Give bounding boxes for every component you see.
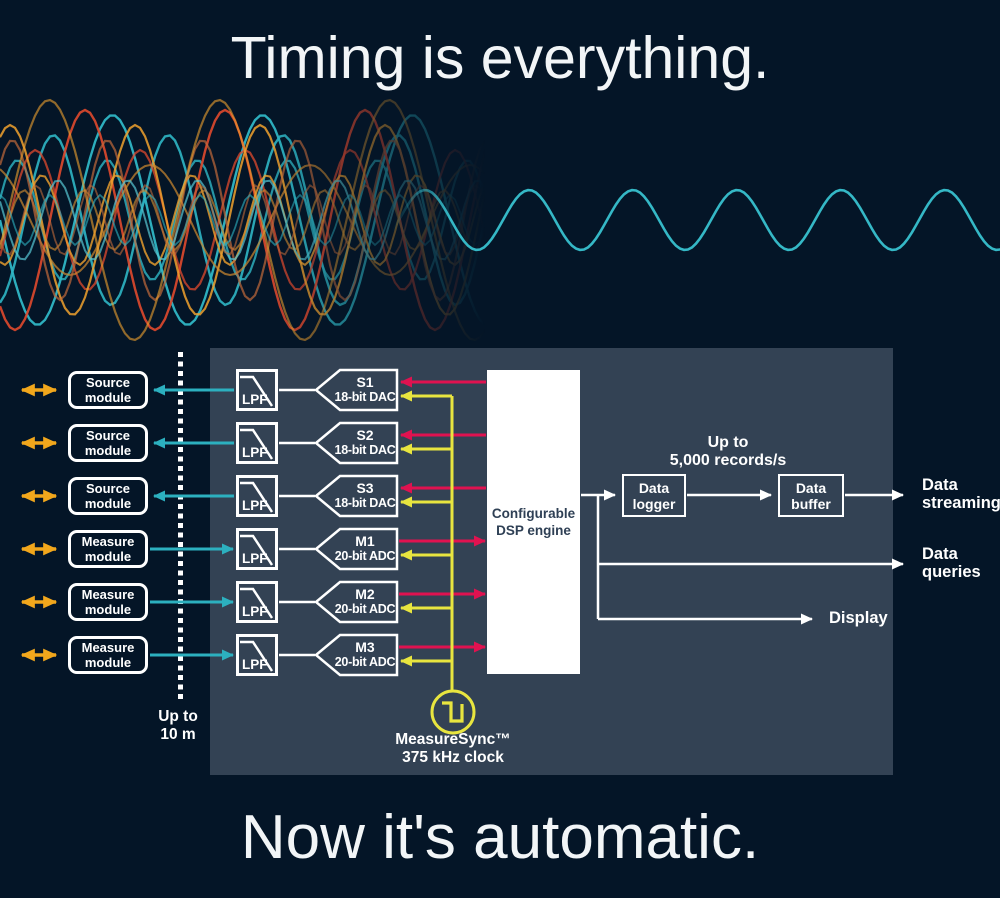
clock-label: MeasureSync™ 375 kHz clock	[353, 731, 553, 767]
converter-type: 18-bit DAC	[334, 496, 396, 510]
lpf-label: LPF	[242, 604, 268, 619]
data-logger-box: Data logger	[622, 474, 686, 517]
output-line: streaming	[922, 493, 1000, 512]
lpf-label: LPF	[242, 551, 268, 566]
data-buffer-label: buffer	[791, 495, 831, 512]
measure-module-box: Measure module	[68, 636, 148, 674]
output-line: Display	[829, 609, 888, 627]
module-label: Measure	[81, 534, 135, 549]
adc-label: M2 20-bit ADC	[328, 586, 402, 617]
throughput-line: Up to	[707, 434, 749, 451]
module-label: module	[84, 443, 132, 458]
distance-note: Up to 10 m	[128, 708, 228, 744]
data-logger-label: logger	[632, 495, 676, 512]
lpf-filter-box: LPF	[236, 422, 278, 464]
output-data-streaming: Data streaming	[922, 476, 1000, 512]
measure-module-box: Measure module	[68, 530, 148, 568]
lpf-filter-box: LPF	[236, 634, 278, 676]
clock-spec: 375 kHz clock	[402, 749, 504, 766]
adc-label: M1 20-bit ADC	[328, 533, 402, 564]
converter-id: M1	[355, 533, 375, 549]
module-label: module	[84, 496, 132, 511]
lpf-filter-box: LPF	[236, 528, 278, 570]
module-label: Measure	[81, 587, 135, 602]
converter-id: S3	[356, 480, 374, 496]
module-label: Source	[85, 375, 131, 390]
data-buffer-label: Data	[795, 479, 827, 496]
dac-label: S2 18-bit DAC	[328, 427, 402, 458]
lpf-filter-box: LPF	[236, 475, 278, 517]
module-label: Source	[85, 481, 131, 496]
dac-label: S1 18-bit DAC	[328, 374, 402, 405]
dsp-label: DSP engine	[496, 523, 571, 538]
bottom-tagline: Now it's automatic.	[240, 803, 760, 872]
throughput-note: Up to 5,000 records/s	[628, 434, 828, 470]
distance-line: 10 m	[160, 726, 196, 743]
throughput-line: 5,000 records/s	[669, 452, 787, 469]
clock-name: MeasureSync™	[395, 731, 511, 748]
adc-label: M3 20-bit ADC	[328, 639, 402, 670]
lpf-filter-box: LPF	[236, 369, 278, 411]
source-module-box: Source module	[68, 424, 148, 462]
cable-distance-dotted-line	[178, 352, 183, 702]
source-module-box: Source module	[68, 477, 148, 515]
module-label: Source	[85, 428, 131, 443]
lpf-label: LPF	[242, 657, 268, 672]
output-line: Data	[922, 545, 958, 563]
converter-type: 20-bit ADC	[334, 602, 396, 616]
page-title: Timing is everything.	[230, 25, 770, 91]
lpf-label: LPF	[242, 392, 268, 407]
lpf-filter-box: LPF	[236, 581, 278, 623]
converter-id: M2	[355, 586, 375, 602]
converter-type: 18-bit DAC	[334, 443, 396, 457]
output-data-queries: Data queries	[922, 545, 981, 581]
dsp-engine-box: Configurable DSP engine	[487, 370, 580, 674]
module-label: module	[84, 390, 132, 405]
module-label: module	[84, 602, 132, 617]
module-label: module	[84, 549, 132, 564]
data-buffer-box: Data buffer	[778, 474, 844, 517]
module-label: Measure	[81, 640, 135, 655]
output-display: Display	[829, 609, 888, 628]
module-label: module	[84, 655, 132, 670]
measure-module-box: Measure module	[68, 583, 148, 621]
dsp-label: Configurable	[491, 506, 576, 521]
waveform-art	[0, 98, 1000, 342]
lpf-label: LPF	[242, 445, 268, 460]
converter-id: S2	[356, 427, 374, 443]
distance-line: Up to	[158, 708, 198, 725]
output-line: queries	[922, 562, 981, 581]
chaotic-waves	[0, 98, 512, 342]
converter-type: 20-bit ADC	[334, 655, 396, 669]
converter-id: M3	[355, 639, 375, 655]
clean-sine-wave	[390, 188, 1000, 252]
converter-id: S1	[356, 374, 374, 390]
lpf-label: LPF	[242, 498, 268, 513]
source-module-box: Source module	[68, 371, 148, 409]
converter-type: 18-bit DAC	[334, 390, 396, 404]
output-line: Data	[922, 476, 958, 494]
dac-label: S3 18-bit DAC	[328, 480, 402, 511]
converter-type: 20-bit ADC	[334, 549, 396, 563]
data-logger-label: Data	[638, 479, 670, 496]
